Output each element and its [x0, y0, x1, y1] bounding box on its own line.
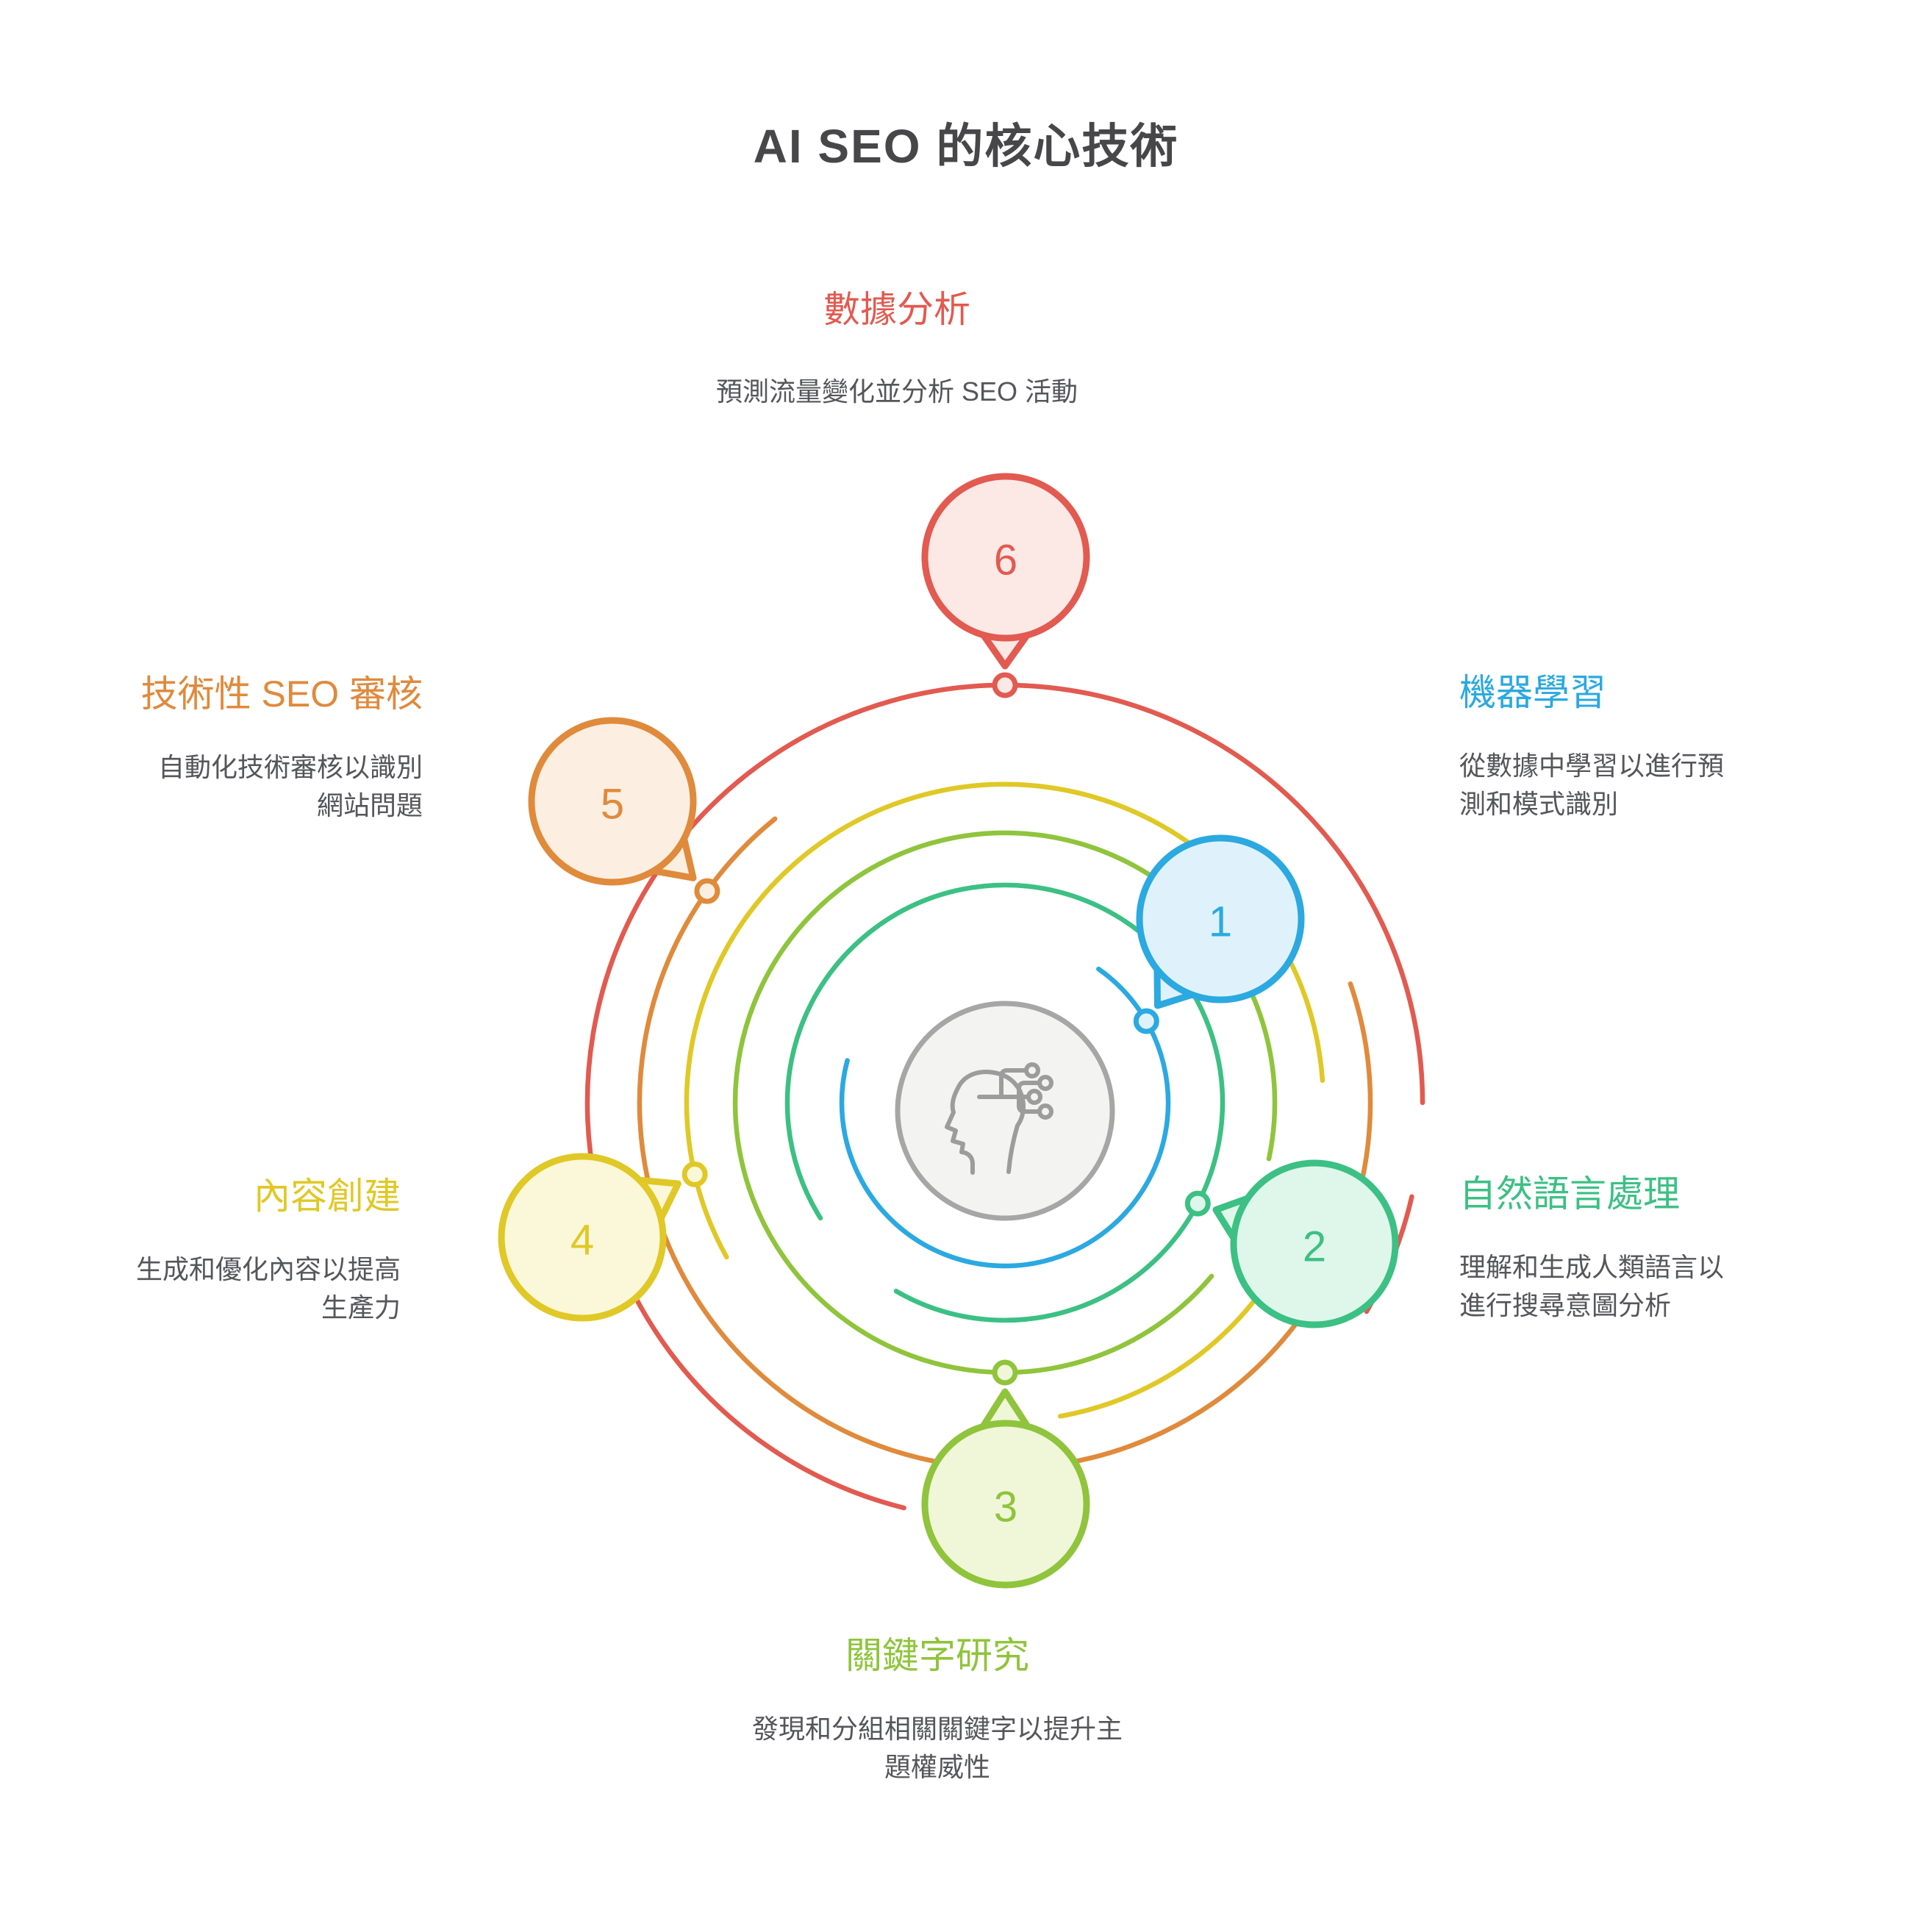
node-title-machine-learning: 機器學習: [1459, 672, 1606, 713]
node-description-machine-learning: 從數據中學習以進行預測和模式識別: [1459, 751, 1725, 820]
bubble-circle: [1136, 834, 1305, 1003]
ring-dot-4: [681, 1161, 708, 1187]
node-title-nlp: 自然語言處理: [1459, 1173, 1680, 1214]
ring-dot-2: [1184, 1190, 1211, 1217]
node-title-keyword-research: 關鍵字研究: [845, 1635, 1029, 1676]
node-description-content-creation: 生成和優化內容以提高生產力: [135, 1254, 401, 1323]
bubble-circle: [921, 473, 1090, 642]
bubble-circle: [1230, 1159, 1399, 1328]
node-block-machine-learning: 機器學習 從數據中學習以進行預測和模式識別: [1459, 670, 1915, 823]
node-block-content-creation: 內容創建 生成和優化內容以提高生產力: [0, 1174, 401, 1327]
bubble-2: 2: [1212, 1159, 1399, 1328]
bubble-circle: [921, 1420, 1090, 1589]
bubble-number: 2: [1303, 1223, 1326, 1271]
bubble-4: 4: [498, 1153, 681, 1322]
ring-dot-3: [992, 1359, 1018, 1386]
bubble-number: 5: [601, 781, 624, 829]
ring-dot-6: [992, 672, 1018, 698]
bubble-circle: [528, 717, 697, 886]
bubble-number: 3: [994, 1484, 1017, 1531]
bubble-number: 1: [1209, 898, 1232, 946]
bubble-5: 5: [528, 717, 697, 886]
ring-arc-6-1: [584, 682, 1425, 1511]
node-block-nlp: 自然語言處理 理解和生成人類語言以進行搜尋意圖分析: [1459, 1172, 1915, 1325]
node-description-technical-seo-audit: 自動化技術審核以識別網站問題: [157, 752, 423, 821]
ring-dot-1: [1133, 1008, 1159, 1034]
ai-head-icon: [945, 1062, 1053, 1175]
ring-dot-5: [694, 878, 720, 904]
node-block-keyword-research: 關鍵字研究 發現和分組相關關鍵字以提升主題權威性: [731, 1634, 1143, 1786]
node-title-content-creation: 內容創建: [254, 1176, 401, 1217]
bubble-circle: [498, 1153, 667, 1322]
bubble-3: 3: [921, 1388, 1090, 1589]
ring-arc-1-0: [839, 966, 1171, 1269]
bubble-number: 6: [994, 537, 1017, 584]
bubble-1: 1: [1136, 834, 1305, 1009]
node-block-technical-seo-audit: 技術性 SEO 審核 自動化技術審核以識別網站問題: [0, 672, 423, 825]
page-title: AI SEO 的核心技術: [753, 120, 1179, 173]
node-title-data-analysis: 數據分析: [823, 289, 970, 330]
bubble-number: 4: [570, 1217, 594, 1264]
node-description-nlp: 理解和生成人類語言以進行搜尋意圖分析: [1459, 1252, 1725, 1321]
node-description-data-analysis: 預測流量變化並分析 SEO 活動: [715, 376, 1078, 407]
node-description-keyword-research: 發現和分組相關關鍵字以提升主題權威性: [751, 1714, 1123, 1783]
bubble-6: 6: [921, 473, 1090, 670]
node-title-technical-seo-audit: 技術性 SEO 審核: [140, 673, 423, 715]
center-circle: [895, 1001, 1115, 1221]
node-block-data-analysis: 數據分析 預測流量變化並分析 SEO 活動: [603, 287, 1191, 411]
